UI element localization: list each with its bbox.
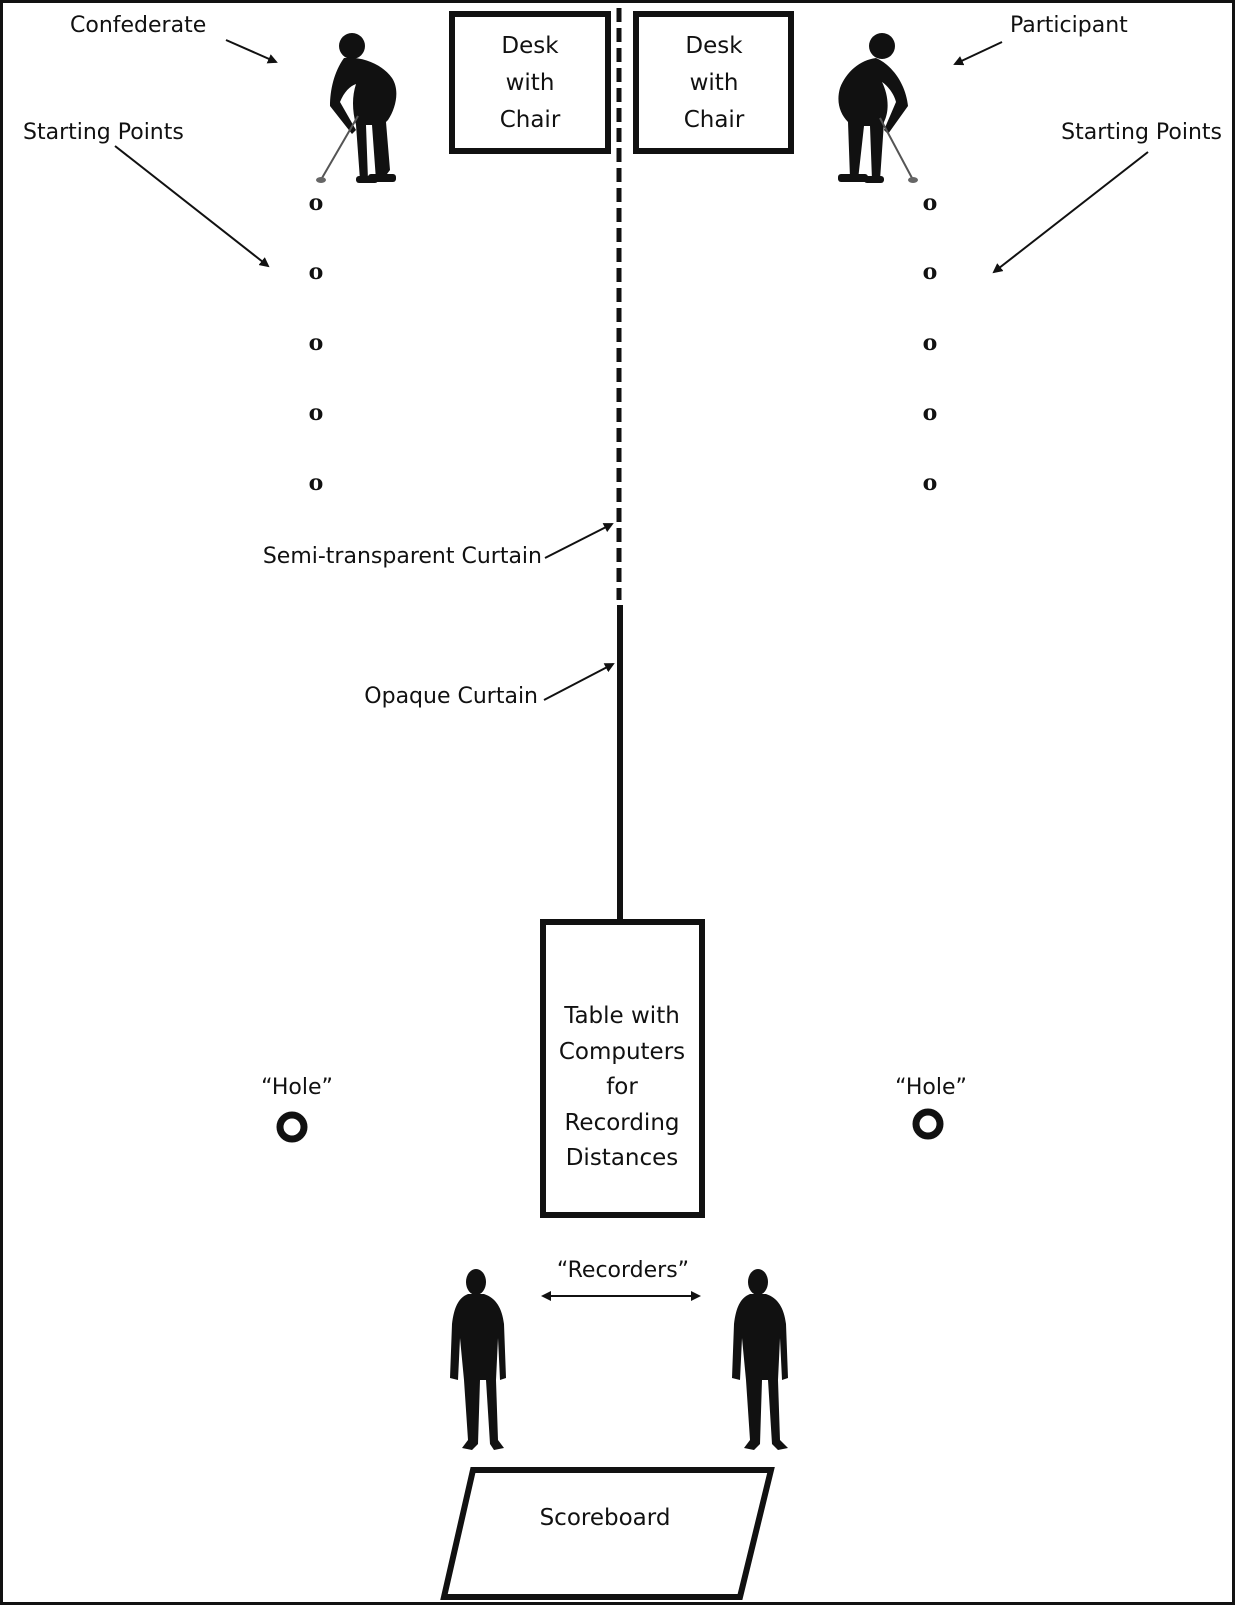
opaque-curtain-label: Opaque Curtain — [364, 684, 538, 709]
hole-right-label: “Hole” — [895, 1075, 967, 1100]
table-line-4: Recording — [564, 1110, 679, 1136]
starting-point-mark: o — [923, 400, 938, 426]
table-line-3: for — [606, 1074, 638, 1100]
desk-left: Desk with Chair — [449, 11, 611, 154]
starting-points-right-label: Starting Points — [1061, 120, 1222, 145]
starting-point-mark: o — [923, 190, 938, 216]
desk-right: Desk with Chair — [633, 11, 794, 154]
hole-right-marker — [912, 1108, 944, 1140]
desk-left-line-1: Desk — [501, 33, 559, 59]
semi-transparent-curtain-arrow — [544, 523, 614, 559]
standing-person-silhouette-icon — [732, 1269, 788, 1450]
starting-points-right: o o o o o — [923, 190, 938, 496]
participant-arrow — [953, 41, 1003, 66]
scoreboard-label: Scoreboard — [540, 1505, 671, 1531]
desk-right-line-3: Chair — [684, 107, 745, 133]
desk-right-line-1: Desk — [685, 33, 743, 59]
hole-left-marker — [276, 1111, 308, 1143]
opaque-curtain-arrow — [543, 663, 615, 701]
starting-points-right-arrow — [992, 151, 1149, 274]
starting-points-left: o o o o o — [309, 190, 324, 496]
recorders-label: “Recorders” — [557, 1258, 689, 1283]
recording-table: Table with Computers for Recording Dista… — [540, 919, 705, 1218]
scoreboard: Scoreboard — [440, 1467, 775, 1600]
desk-left-line-3: Chair — [500, 107, 561, 133]
starting-point-mark: o — [309, 400, 324, 426]
starting-point-mark: o — [923, 259, 938, 285]
starting-points-left-arrow — [114, 145, 270, 268]
standing-person-silhouette-icon — [450, 1269, 506, 1450]
starting-point-mark: o — [923, 470, 938, 496]
starting-point-mark: o — [309, 190, 324, 216]
participant-label: Participant — [1010, 13, 1128, 38]
table-line-5: Distances — [566, 1145, 679, 1171]
confederate-arrow — [225, 39, 278, 64]
starting-point-mark: o — [309, 259, 324, 285]
confederate-label: Confederate — [70, 13, 206, 38]
desk-left-line-2: with — [506, 70, 555, 96]
golfer-silhouette-icon — [838, 33, 918, 183]
semi-transparent-curtain-label: Semi-transparent Curtain — [263, 544, 542, 569]
golfer-silhouette-icon — [316, 33, 397, 183]
table-line-1: Table with — [563, 1003, 680, 1029]
starting-point-mark: o — [309, 330, 324, 356]
starting-point-mark: o — [309, 470, 324, 496]
starting-point-mark: o — [923, 330, 938, 356]
table-line-2: Computers — [559, 1039, 685, 1065]
starting-points-left-label: Starting Points — [23, 120, 184, 145]
desk-right-line-2: with — [690, 70, 739, 96]
hole-left-label: “Hole” — [261, 1075, 333, 1100]
